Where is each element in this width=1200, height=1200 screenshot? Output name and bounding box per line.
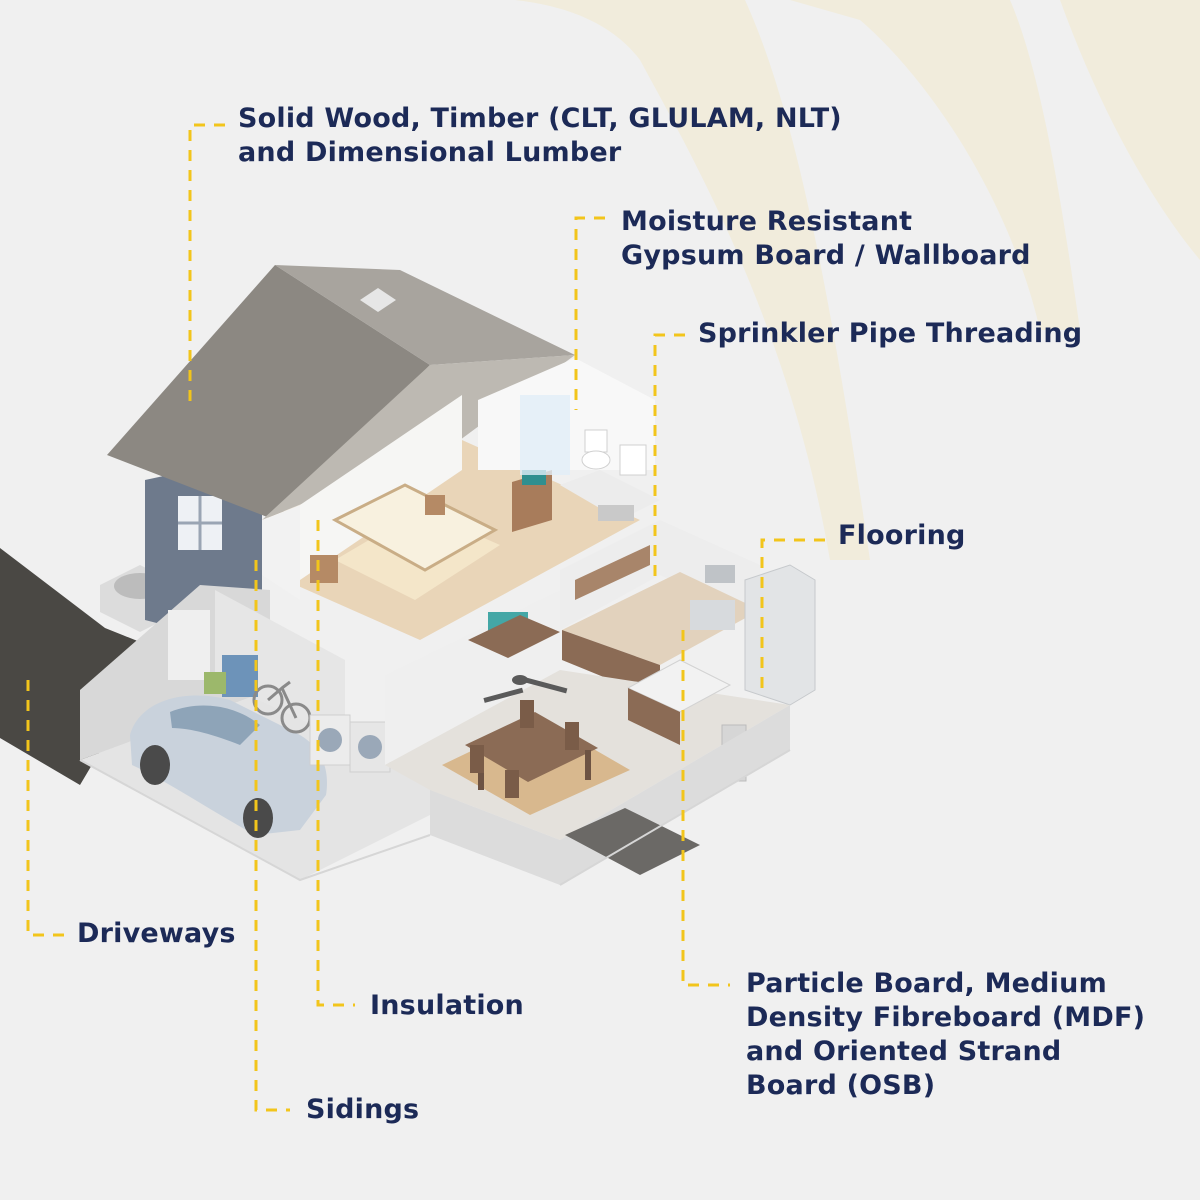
label-gypsum-line-1: Moisture Resistant xyxy=(621,206,913,237)
label-solid-wood-line-2: and Dimensional Lumber xyxy=(238,137,622,168)
label-solid-wood-line-1: Solid Wood, Timber (CLT, GLULAM, NLT) xyxy=(238,103,842,134)
dining-table xyxy=(465,700,598,798)
bedroom-left-wall xyxy=(262,505,300,600)
garage-door-frame xyxy=(168,610,210,680)
kitchen-back-wall xyxy=(560,520,760,630)
washer-dryer xyxy=(309,714,391,773)
bedroom-back-wall xyxy=(300,395,462,580)
bathroom-sink xyxy=(619,444,647,476)
storage-bin xyxy=(222,655,258,697)
leader-lines xyxy=(26,123,825,1112)
leader-sidings xyxy=(254,560,290,1112)
tv-stand xyxy=(468,615,560,658)
label-gypsum-line-2: Gypsum Board / Wallboard xyxy=(621,240,1031,271)
label-gypsum-board: Moisture Resistant Gypsum Board / Wallbo… xyxy=(621,205,1031,273)
label-driveways: Driveways xyxy=(77,917,236,951)
roof-ridge xyxy=(275,265,575,365)
label-solid-wood: Solid Wood, Timber (CLT, GLULAM, NLT) an… xyxy=(238,102,842,170)
ceiling-fan xyxy=(483,675,568,703)
label-sprinkler-pipe: Sprinkler Pipe Threading xyxy=(698,317,1082,351)
leader-solid-wood xyxy=(188,123,225,410)
label-driveways-text: Driveways xyxy=(77,918,236,949)
toilet xyxy=(581,429,611,470)
bicycle xyxy=(252,680,312,734)
car xyxy=(130,695,327,838)
label-particle-line-2: Density Fibreboard (MDF) xyxy=(746,1002,1146,1033)
garage-side-wall xyxy=(215,590,345,740)
leader-flooring xyxy=(760,538,825,690)
label-flooring-text: Flooring xyxy=(838,520,966,551)
refrigerator xyxy=(744,564,816,706)
leader-particle-board xyxy=(681,630,730,987)
label-flooring: Flooring xyxy=(838,519,966,553)
label-sidings-text: Sidings xyxy=(306,1094,420,1125)
bathroom-floor xyxy=(560,470,660,520)
kitchen-counter xyxy=(562,572,760,665)
label-insulation-text: Insulation xyxy=(370,990,524,1021)
stove xyxy=(690,600,735,630)
upper-cabinets xyxy=(575,545,650,600)
watermark-swooshes xyxy=(515,0,1200,560)
leader-driveways xyxy=(26,680,65,937)
shower-glass xyxy=(520,395,570,475)
basement-floor xyxy=(430,705,790,885)
leader-sprinkler xyxy=(653,333,685,580)
label-sprinkler-text: Sprinkler Pipe Threading xyxy=(698,318,1083,349)
roof xyxy=(107,265,430,520)
microwave xyxy=(705,565,735,583)
label-particle-line-3: and Oriented Strand xyxy=(746,1036,1062,1067)
leader-insulation xyxy=(316,520,355,1007)
label-particle-line-4: Board (OSB) xyxy=(746,1070,936,1101)
kitchen-island xyxy=(626,659,732,745)
bed xyxy=(331,483,499,572)
dresser xyxy=(512,470,552,532)
exterior-window xyxy=(178,496,222,550)
wall-outline xyxy=(79,749,791,886)
driveway xyxy=(0,548,160,785)
label-insulation: Insulation xyxy=(370,989,524,1023)
label-particle-line-1: Particle Board, Medium xyxy=(746,968,1107,999)
leader-gypsum xyxy=(574,216,605,410)
label-particle-board: Particle Board, Medium Density Fibreboar… xyxy=(746,967,1145,1103)
label-sidings: Sidings xyxy=(306,1093,419,1127)
bath-mat xyxy=(598,505,634,521)
nightstand xyxy=(310,555,338,583)
